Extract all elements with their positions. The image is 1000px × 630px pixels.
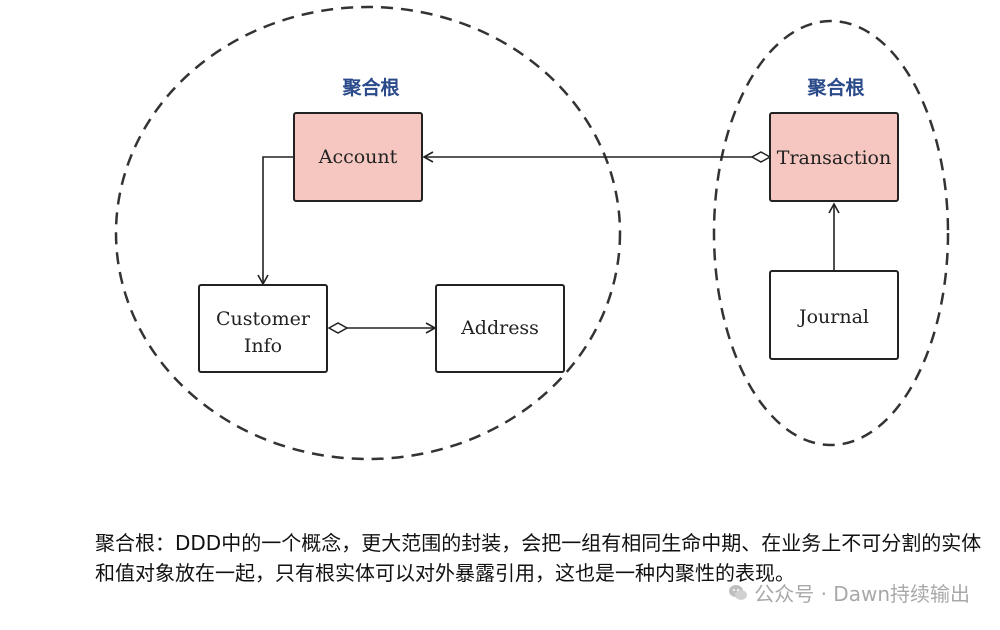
account-label: Account — [318, 146, 398, 168]
right-aggregate-boundary — [712, 19, 950, 447]
customer-info-label-line2: Info — [244, 335, 282, 357]
right-root-label: 聚合根 — [806, 76, 864, 99]
account-to-customer-info-link — [257, 156, 294, 286]
address-label: Address — [460, 317, 539, 339]
customer-info-aggregation-diamond — [327, 322, 349, 334]
aggregate-diagram: 聚合根 聚合根 Account Customer Info Address Tr… — [114, 5, 950, 461]
wechat-icon — [729, 584, 748, 600]
left-root-label: 聚合根 — [341, 76, 399, 99]
journal-entity: Journal — [769, 270, 899, 360]
account-entity: Account — [293, 112, 423, 202]
transaction-entity: Transaction — [769, 112, 899, 202]
customer-info-entity: Customer Info — [198, 284, 328, 373]
transaction-label: Transaction — [777, 147, 891, 169]
watermark: 公众号 · Dawn持续输出 — [728, 578, 970, 607]
transaction-aggregation-diamond — [750, 151, 772, 163]
left-aggregate-boundary — [114, 5, 622, 461]
journal-label: Journal — [797, 306, 869, 328]
caption-text: 聚合根：DDD中的一个概念，更大范围的封装，会把一组有相同生命中期、在业务上不可… — [95, 531, 982, 585]
customer-info-label-line1: Customer — [216, 308, 311, 330]
address-entity: Address — [435, 284, 565, 373]
watermark-text: 公众号 · Dawn持续输出 — [754, 582, 970, 606]
